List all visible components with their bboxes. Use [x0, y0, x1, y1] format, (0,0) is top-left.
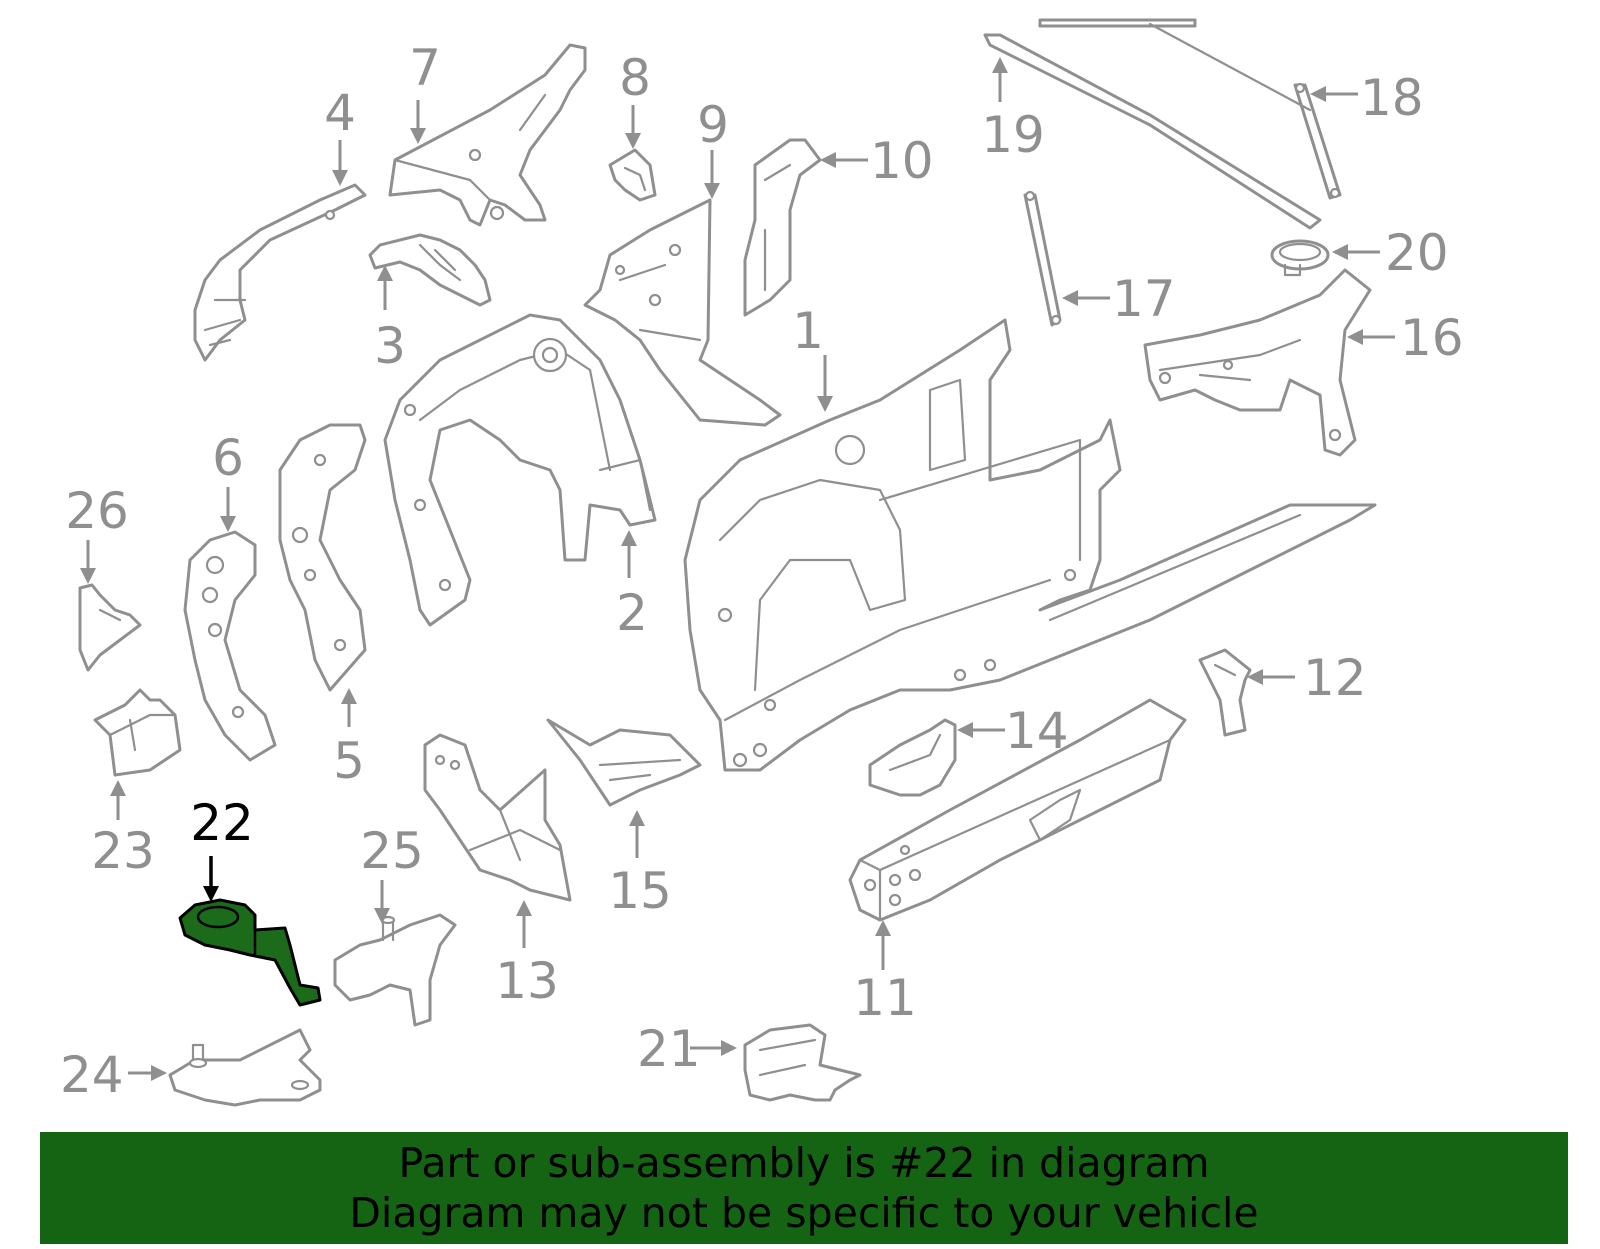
callout-12: 12 [1303, 649, 1367, 707]
callout-10: 10 [870, 132, 934, 190]
callout-23: 23 [91, 822, 155, 880]
part-5-reinforcement[interactable] [278, 423, 367, 692]
part-17-strut[interactable] [1023, 190, 1062, 327]
callout-8: 8 [619, 49, 651, 107]
callout-7: 7 [409, 39, 441, 97]
part-7-bracket[interactable] [388, 43, 587, 227]
part-1-front-structure[interactable] [683, 318, 1377, 772]
part-6-reinforcement[interactable] [183, 530, 277, 762]
part-24-bracket[interactable] [168, 1028, 322, 1107]
part-10-bracket[interactable] [743, 138, 822, 317]
part-9-panel[interactable] [583, 198, 782, 427]
part-23-bracket[interactable] [93, 688, 182, 777]
part-26-bracket[interactable] [78, 583, 142, 672]
callout-24: 24 [60, 1046, 124, 1104]
callout-21: 21 [637, 1020, 701, 1078]
part-21-bracket[interactable] [743, 1023, 862, 1102]
part-18-strut[interactable] [1293, 82, 1342, 200]
callout-14: 14 [1005, 702, 1069, 760]
banner-line-2: Diagram may not be specific to your vehi… [349, 1189, 1259, 1237]
callout-5: 5 [333, 732, 365, 790]
part-2-wheel-housing[interactable] [383, 313, 657, 627]
callout-22: 22 [190, 794, 254, 852]
callout-1: 1 [792, 302, 824, 360]
part-8-clip[interactable] [608, 148, 657, 202]
part-15-panel[interactable] [546, 718, 702, 807]
callout-9: 9 [697, 96, 729, 154]
part-4-rail[interactable] [193, 183, 367, 362]
banner-line-1: Part or sub-assembly is #22 in diagram [398, 1139, 1210, 1187]
part-19-brace[interactable] [983, 18, 1322, 230]
callout-26: 26 [65, 482, 129, 540]
part-3-bracket[interactable] [368, 233, 492, 307]
callout-13: 13 [495, 952, 559, 1010]
callout-3: 3 [374, 317, 406, 375]
part-16-radiator-support[interactable] [1143, 268, 1372, 457]
part-20-clamp[interactable] [1270, 239, 1330, 277]
callout-20: 20 [1385, 224, 1449, 282]
callout-11: 11 [853, 969, 917, 1027]
callout-25: 25 [360, 822, 424, 880]
callout-19: 19 [981, 106, 1045, 164]
part-22-bracket-highlighted[interactable] [178, 898, 322, 1007]
part-12-bracket[interactable] [1198, 648, 1252, 737]
callout-16: 16 [1400, 309, 1464, 367]
part-25-bracket[interactable] [333, 913, 457, 1027]
callout-18: 18 [1360, 69, 1424, 127]
callout-6: 6 [212, 429, 244, 487]
info-banner: Part or sub-assembly is #22 in diagram D… [40, 1132, 1568, 1244]
part-14-bracket[interactable] [868, 718, 957, 797]
callout-15: 15 [608, 862, 672, 920]
callout-4: 4 [324, 84, 356, 142]
callout-17: 17 [1112, 270, 1176, 328]
callout-2: 2 [616, 584, 648, 642]
part-11-frame-rail[interactable] [848, 698, 1187, 922]
part-13-bracket[interactable] [423, 733, 572, 902]
